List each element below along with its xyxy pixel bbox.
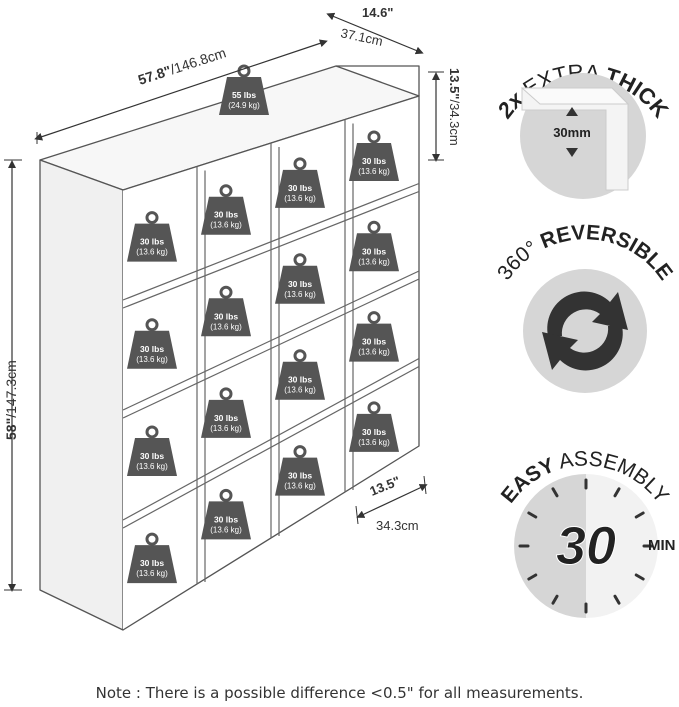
cube-load-rating: 30 lbs(13.6 kg) [273,349,327,402]
load-ratings: 30 lbs(13.6 kg)30 lbs(13.6 kg)30 lbs(13.… [125,130,401,585]
dimension-height: 58"/147.3cm [3,159,22,592]
divider-line [122,182,420,301]
cube-load-rating: 30 lbs(13.6 kg) [199,488,253,541]
cube-load-kg: (13.6 kg) [358,348,390,357]
cube-load-kg: (13.6 kg) [284,194,316,203]
top-load-lbs: 55 lbs [232,90,256,100]
feature-easy-assembly: EASY ASSEMBLY 30 MIN [497,447,676,618]
thick-badge: 30mm [553,125,591,140]
cube-load-kg: (13.6 kg) [210,525,242,534]
cube-load-lbs: 30 lbs [362,427,386,437]
cube-load-lbs: 30 lbs [288,471,312,481]
height-cm: 147.3cm [3,360,19,414]
cube-load-kg: (13.6 kg) [284,482,316,491]
cube-load-lbs: 30 lbs [288,375,312,385]
cube-dividers [122,119,420,584]
measurement-note: Note : There is a possible difference <0… [95,684,584,702]
cube-load-kg: (13.6 kg) [284,290,316,299]
cube-load-kg: (13.6 kg) [136,569,168,578]
cube-load-kg: (13.6 kg) [136,462,168,471]
width-in: 57.8" [136,62,173,88]
cube-load-lbs: 30 lbs [214,514,238,524]
cube-load-kg: (13.6 kg) [136,355,168,364]
width-label: 57.8"/146.8cm [136,44,228,87]
clock-icon [514,474,658,618]
height-label: 58"/147.3cm [3,360,19,440]
depth-cm: 37.1cm [339,25,384,49]
cube-load-lbs: 30 lbs [214,210,238,220]
clock-tick [613,594,621,605]
cube-load-kg: (13.6 kg) [210,322,242,331]
cube-load-lbs: 30 lbs [362,246,386,256]
cube-load-kg: (13.6 kg) [210,221,242,230]
cube-load-rating: 30 lbs(13.6 kg) [125,318,179,371]
cube-load-rating: 30 lbs(13.6 kg) [199,184,253,237]
cube-load-rating: 30 lbs(13.6 kg) [125,211,179,264]
cube-load-lbs: 30 lbs [214,311,238,321]
width-cm: 146.8cm [172,44,228,76]
cube-width-cm: 34.3cm [376,518,419,533]
clock-tick [613,487,621,498]
cube-load-lbs: 30 lbs [140,558,164,568]
down-arrow-icon [566,148,578,157]
clock-tick [527,573,538,581]
clock-tick [551,594,559,605]
rotate-arrows-icon [542,291,628,371]
cube-load-rating: 30 lbs(13.6 kg) [273,253,327,306]
top-load-kg: (24.9 kg) [228,101,260,110]
cube-load-lbs: 30 lbs [288,183,312,193]
cube-load-lbs: 30 lbs [140,344,164,354]
cube-height-label: 13.5"/34.3cm [447,68,462,146]
reversible-circle [523,269,647,393]
dimension-cube-width: 13.5" 34.3cm [355,473,428,533]
assembly-number: 30 [556,516,616,576]
dimension-cube-height: 13.5"/34.3cm [428,68,462,162]
assembly-unit: MIN [648,537,676,554]
cube-load-lbs: 30 lbs [214,413,238,423]
cube-load-kg: (13.6 kg) [136,248,168,257]
cube-height-in: 13.5" [447,68,462,99]
cube-load-lbs: 30 lbs [288,279,312,289]
board-corner-icon [520,87,630,191]
cube-load-rating: 30 lbs(13.6 kg) [347,311,401,364]
clock-tick [634,573,645,581]
cube-load-lbs: 30 lbs [362,337,386,347]
clock-tick [634,511,645,519]
cube-load-rating: 30 lbs(13.6 kg) [199,387,253,440]
feature-reversible: 360° REVERSIBLE [493,221,677,393]
divider-line [122,278,420,419]
cube-load-rating: 30 lbs(13.6 kg) [347,220,401,273]
cube-load-kg: (13.6 kg) [284,386,316,395]
cube-load-rating: 30 lbs(13.6 kg) [273,157,327,210]
clock-tick [527,511,538,519]
cube-load-kg: (13.6 kg) [358,257,390,266]
cube-load-rating: 30 lbs(13.6 kg) [347,401,401,454]
divider-line [122,357,420,521]
divider-line [122,365,420,529]
cube-load-lbs: 30 lbs [140,451,164,461]
top-load-rating: 55 lbs (24.9 kg) [217,64,271,117]
cube-load-rating: 30 lbs(13.6 kg) [125,425,179,478]
cube-load-kg: (13.6 kg) [358,167,390,176]
cube-load-rating: 30 lbs(13.6 kg) [199,285,253,338]
cube-height-cm: 34.3cm [447,103,462,146]
cube-load-kg: (13.6 kg) [358,438,390,447]
feature-extra-thick: 2x EXTRA THICK 30mm [492,59,674,199]
depth-in: 14.6" [362,5,393,20]
height-in: 58" [3,418,19,440]
up-arrow-icon [566,107,578,116]
cube-load-lbs: 30 lbs [140,237,164,247]
dimension-depth: 14.6" 37.1cm [326,5,424,55]
cube-load-lbs: 30 lbs [362,156,386,166]
cube-load-rating: 30 lbs(13.6 kg) [125,532,179,585]
cube-load-rating: 30 lbs(13.6 kg) [347,130,401,183]
divider-line [122,270,420,411]
reversible-prefix: 360° [493,237,542,285]
cube-width-in: 13.5" [368,473,403,499]
divider-line [122,190,420,309]
clock-tick [551,487,559,498]
cube-load-rating: 30 lbs(13.6 kg) [273,445,327,498]
cube-load-kg: (13.6 kg) [210,424,242,433]
